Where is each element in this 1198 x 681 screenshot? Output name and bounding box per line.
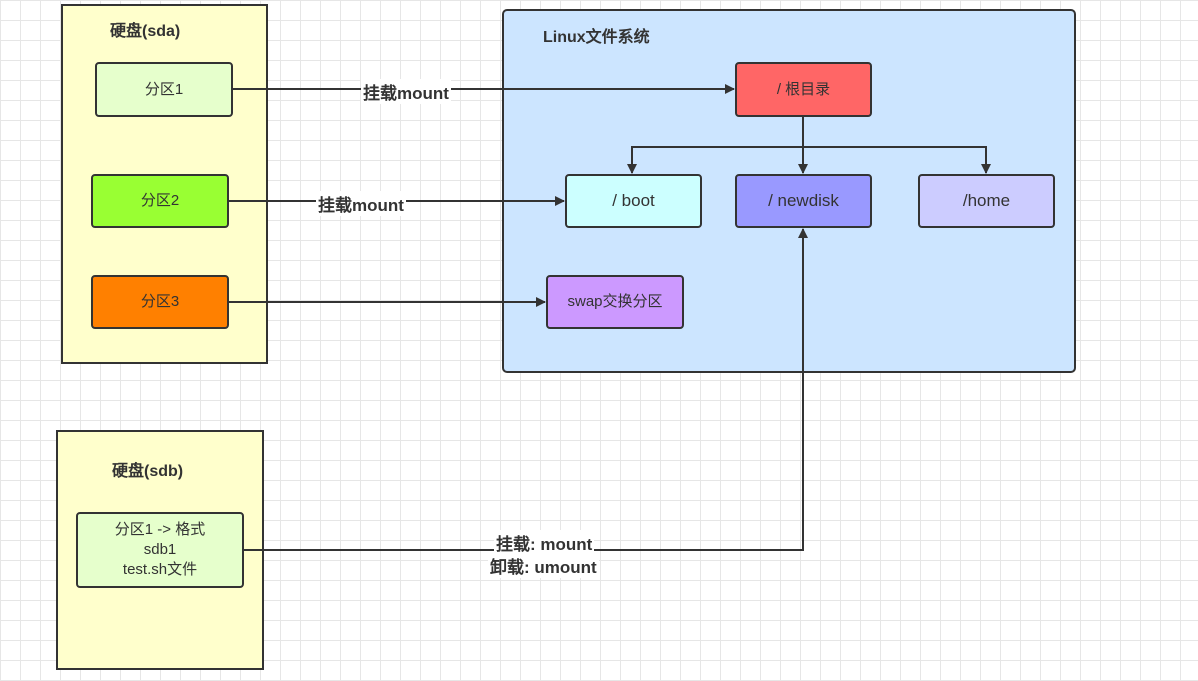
sdb-partition-1[interactable]: 分区1 -> 格式 sdb1 test.sh文件 [76, 512, 244, 588]
edge-label-mount-2: 挂载mount [316, 191, 406, 216]
fs-root-label: / 根目录 [776, 80, 831, 98]
fs-newdisk-node[interactable]: / newdisk [735, 174, 872, 228]
fs-home-node[interactable]: /home [918, 174, 1055, 228]
fs-swap-node[interactable]: swap交换分区 [546, 275, 684, 329]
edge-label-umount-sdb: 卸载: umount [488, 553, 599, 578]
sda-partition-1-label: 分区1 [144, 80, 184, 98]
edge-label-mount-sdb: 挂载: mount [494, 530, 595, 555]
fs-home-label: /home [962, 191, 1011, 210]
edge-label-mount-1: 挂载mount [361, 79, 451, 104]
sda-partition-1[interactable]: 分区1 [95, 62, 233, 117]
sdb-partition-1-label: 分区1 -> 格式 sdb1 test.sh文件 [114, 521, 206, 578]
fs-boot-label: / boot [612, 191, 655, 210]
fs-newdisk-label: / newdisk [768, 191, 839, 210]
fs-root-node[interactable]: / 根目录 [735, 62, 872, 117]
sda-partition-2-label: 分区2 [140, 192, 180, 209]
fs-swap-label: swap交换分区 [567, 293, 663, 310]
sda-partition-2[interactable]: 分区2 [91, 174, 229, 228]
fs-boot-node[interactable]: / boot [565, 174, 702, 228]
sda-partition-3-label: 分区3 [140, 293, 180, 310]
disk-sdb-title: 硬盘(sdb) [112, 463, 184, 480]
linux-fs-title: Linux文件系统 [543, 29, 650, 46]
disk-sda-title: 硬盘(sda) [110, 23, 181, 40]
sda-partition-3[interactable]: 分区3 [91, 275, 229, 329]
